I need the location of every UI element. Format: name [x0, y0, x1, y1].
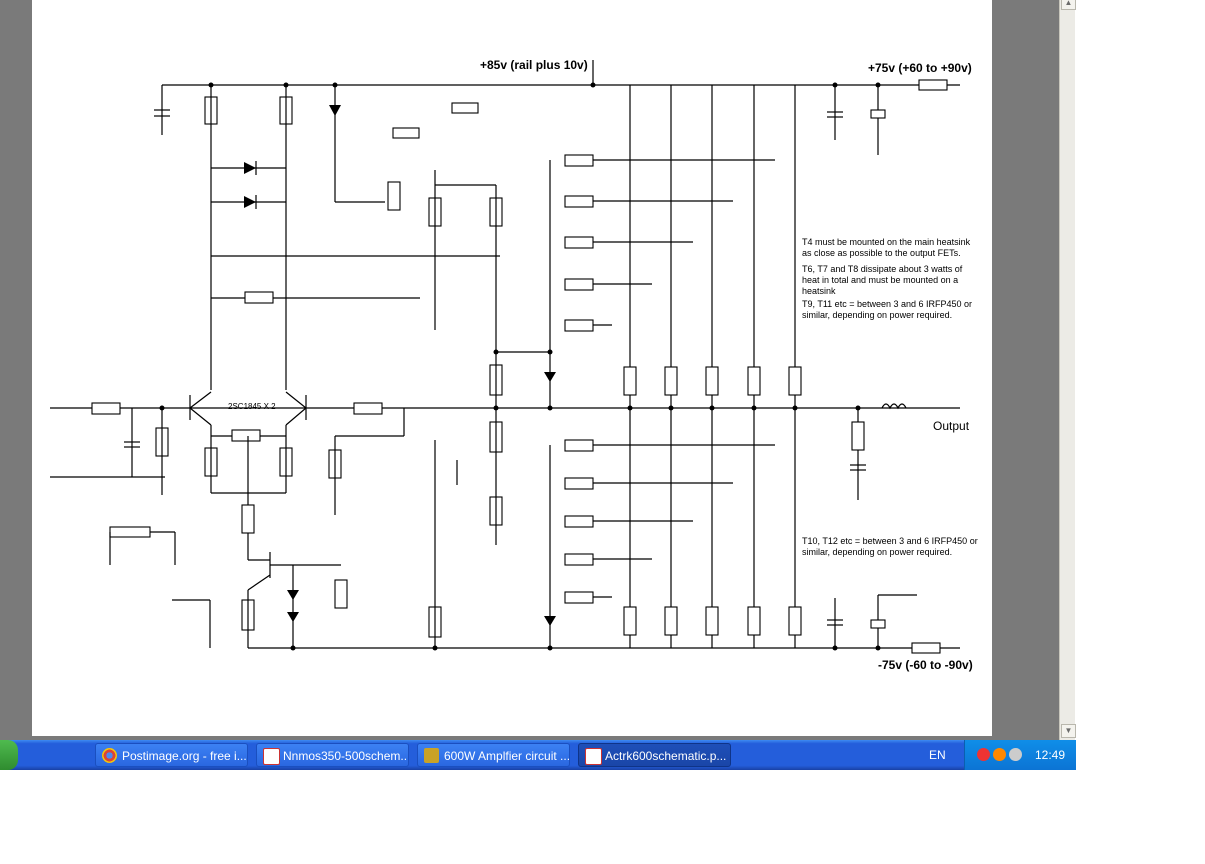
note-2-line-3: heatsink: [802, 286, 836, 296]
output-label: Output: [933, 419, 970, 433]
note-1-line-2: as close as possible to the output FETs.: [802, 248, 961, 258]
note-4-line-1: T10, T12 etc = between 3 and 6 IRFP450 o…: [802, 536, 978, 546]
positive-rail-label: +75v (+60 to +90v): [868, 61, 972, 75]
scroll-down-arrow-icon[interactable]: ▼: [1061, 724, 1076, 738]
task-nnmos-pdf[interactable]: Nnmos350-500schem...: [256, 743, 409, 767]
note-4-line-2: similar, depending on power required.: [802, 547, 952, 557]
gecko-icon: [424, 748, 439, 763]
note-2-line-1: T6, T7 and T8 dissipate about 3 watts of: [802, 264, 963, 274]
note-1-line-1: T4 must be mounted on the main heatsink: [802, 237, 971, 247]
schematic-page: [32, 0, 992, 736]
volume-icon[interactable]: [977, 748, 990, 761]
task-label: 600W Amplfier circuit ...: [444, 749, 570, 763]
schematic-diagram: +85v (rail plus 10v) +75v (+60 to +90v) …: [50, 58, 978, 672]
chrome-icon: [102, 748, 117, 763]
task-label: Nnmos350-500schem...: [283, 749, 409, 763]
note-3-line-1: T9, T11 etc = between 3 and 6 IRFP450 or: [802, 299, 972, 309]
system-tray: 12:49: [964, 740, 1076, 770]
avast-icon[interactable]: [993, 748, 1006, 761]
pdf-icon: [263, 748, 280, 765]
task-label: Postimage.org - free i...: [122, 749, 247, 763]
pdf-icon: [585, 748, 602, 765]
note-2-line-2: heat in total and must be mounted on a: [802, 275, 958, 285]
note-3-line-2: similar, depending on power required.: [802, 310, 952, 320]
task-label: Actrk600schematic.p...: [605, 749, 727, 763]
taskbar: Postimage.org - free i... Nnmos350-500sc…: [0, 740, 1076, 770]
task-600w-circuit[interactable]: 600W Amplfier circuit ...: [417, 743, 570, 767]
task-actrk600-pdf[interactable]: Actrk600schematic.p...: [578, 743, 731, 767]
start-button[interactable]: [0, 740, 18, 770]
negative-rail-label: -75v (-60 to -90v): [878, 658, 973, 672]
rail-top-label: +85v (rail plus 10v): [480, 58, 588, 72]
input-pair-label: 2SC1845 X 2: [228, 402, 276, 411]
clock[interactable]: 12:49: [1035, 748, 1066, 762]
language-indicator[interactable]: EN: [929, 748, 946, 762]
task-postimage[interactable]: Postimage.org - free i...: [95, 743, 248, 767]
vertical-scrollbar[interactable]: ▲ ▼: [1059, 0, 1076, 740]
scroll-up-arrow-icon[interactable]: ▲: [1061, 0, 1076, 10]
pdf-viewer: ▲ ▼: [0, 0, 1076, 740]
network-icon[interactable]: [1009, 748, 1022, 761]
